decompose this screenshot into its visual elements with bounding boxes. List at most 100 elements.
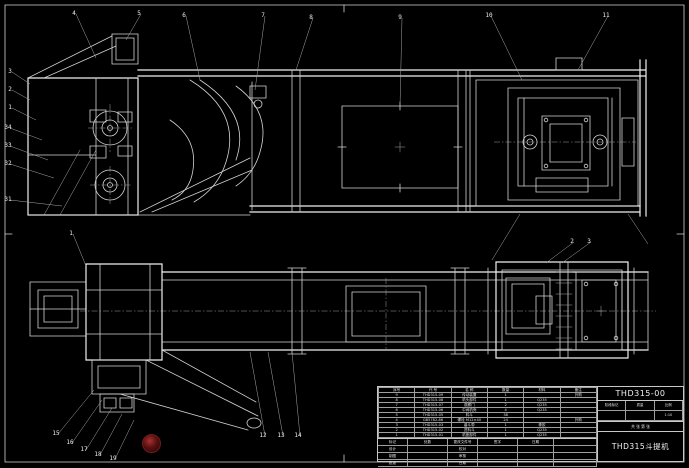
leader-line xyxy=(73,234,86,266)
part-callout-number: 12 xyxy=(259,432,267,439)
leader-line xyxy=(76,14,96,58)
signature-cell xyxy=(554,453,597,460)
signature-cell xyxy=(518,460,554,467)
boot-section xyxy=(28,34,138,215)
part-callout-number: 13 xyxy=(277,432,285,439)
part-callout-number: 15 xyxy=(52,430,60,437)
drawing-frame xyxy=(5,5,684,462)
leader-line xyxy=(10,164,54,178)
part-callout-number: 6 xyxy=(182,12,186,19)
signature-cell: 批准 xyxy=(378,460,408,467)
stage-cell xyxy=(626,411,655,421)
signature-cell xyxy=(478,446,518,453)
part-callout-number: 34 xyxy=(4,124,12,131)
part-callout-number: 5 xyxy=(137,10,141,17)
signature-cell xyxy=(554,460,597,467)
bucket-blades xyxy=(140,80,266,212)
signature-grid: 标记处数更改文件号签字日期设计校对制图审核批准日期 xyxy=(378,438,597,467)
boot-plan xyxy=(30,264,261,430)
signature-cell: 设计 xyxy=(378,446,408,453)
inspection-door xyxy=(338,102,462,192)
leader-line xyxy=(255,16,265,90)
drawing-title: THD315斗提机 xyxy=(611,442,670,451)
part-callout-number: 8 xyxy=(309,14,313,21)
casing xyxy=(28,70,645,215)
signature-cell: 校对 xyxy=(448,446,478,453)
part-callout-number: 2 xyxy=(570,238,574,245)
signature-cell xyxy=(408,460,448,467)
leader-line xyxy=(126,14,141,40)
bottom-view-plan xyxy=(30,262,656,430)
part-callout-number: 2 xyxy=(8,86,12,93)
parts-list-cell: Q235 xyxy=(523,432,561,438)
stage-cell: 比例 xyxy=(654,401,683,411)
signature-cell: 标记 xyxy=(378,439,408,446)
signature-cell xyxy=(518,446,554,453)
signature-cell: 审核 xyxy=(448,453,478,460)
parts-list-cell: 1 xyxy=(377,432,416,438)
sheet-count-text: 共 张 第 张 xyxy=(598,422,683,432)
signature-cell xyxy=(478,453,518,460)
parts-list-cell: 机座部件 xyxy=(450,432,488,438)
leader-line xyxy=(86,408,112,450)
signature-cell xyxy=(408,453,448,460)
part-callout-number: 31 xyxy=(4,196,12,203)
stage-cell: 阶段标记 xyxy=(598,401,627,411)
stage-cell: 质量 xyxy=(626,401,655,411)
part-callout-number: 17 xyxy=(80,446,88,453)
leader-line xyxy=(578,16,608,70)
stage-cell xyxy=(598,411,627,421)
leader-line xyxy=(10,200,62,206)
stage-cell: 1:10 xyxy=(654,411,683,421)
leader-line xyxy=(400,18,402,106)
leader-line xyxy=(12,108,36,120)
part-callout-number: 4 xyxy=(72,10,76,17)
head-plan xyxy=(488,262,634,358)
part-callout-number: 16 xyxy=(66,439,74,446)
part-callout-number: 1 xyxy=(69,230,73,237)
leader-line xyxy=(58,390,94,434)
leader-line xyxy=(186,16,200,80)
signature-cell: 更改文件号 xyxy=(448,439,478,446)
leader-line xyxy=(292,352,300,436)
part-callout-number: 9 xyxy=(398,14,402,21)
leader-line xyxy=(72,400,102,443)
parts-list-cell: THD315-01 xyxy=(414,432,452,438)
drawing-number: THD315-00 xyxy=(598,387,683,401)
signature-cell: 日期 xyxy=(448,460,478,467)
part-callout-number: 3 xyxy=(8,68,12,75)
part-callout-number: 18 xyxy=(94,451,102,458)
leader-line xyxy=(296,18,313,70)
top-view-elevation xyxy=(28,34,648,260)
leader-line xyxy=(546,242,574,263)
leader-line xyxy=(268,352,283,436)
stamp-icon xyxy=(142,434,161,453)
signature-cell xyxy=(478,460,518,467)
part-callout-number: 10 xyxy=(485,12,493,19)
part-callout-number: 32 xyxy=(4,160,12,167)
signature-cell xyxy=(408,446,448,453)
signature-cell: 日期 xyxy=(518,439,554,446)
signature-cell: 签字 xyxy=(478,439,518,446)
part-callout-number: 3 xyxy=(587,238,591,245)
parts-list-cell xyxy=(559,432,598,438)
leader-line xyxy=(100,414,122,455)
part-callout-number: 11 xyxy=(602,12,610,19)
part-callout-number: 1 xyxy=(8,104,12,111)
signature-cell: 制图 xyxy=(378,453,408,460)
signature-cell xyxy=(518,453,554,460)
head-drive-section xyxy=(476,58,648,260)
leader-line xyxy=(115,420,134,459)
part-callout-number: 14 xyxy=(294,432,302,439)
leader-line xyxy=(250,352,265,436)
leader-line xyxy=(562,242,591,263)
